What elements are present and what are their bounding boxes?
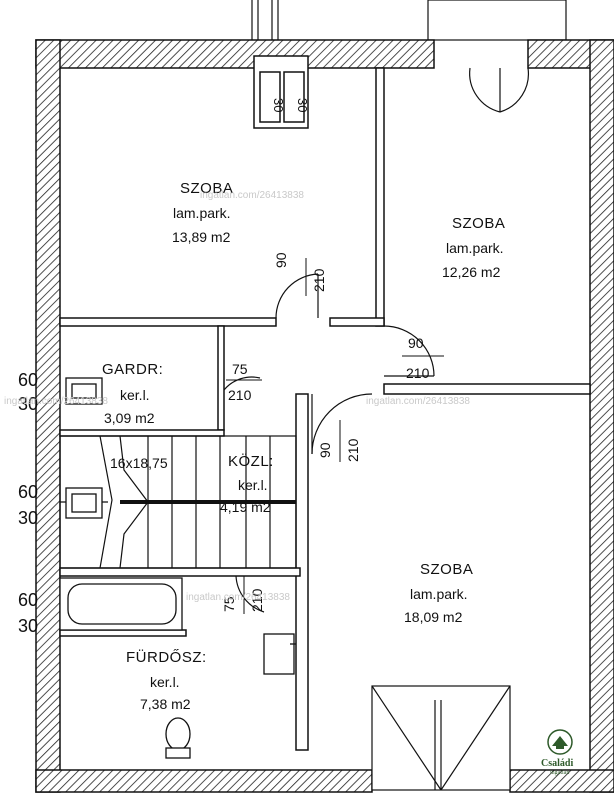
room-area: 13,89 m2 <box>172 229 231 245</box>
chimney-label: 30 <box>271 98 286 112</box>
room-label-szoba-1: SZOBA lam.park. 13,89 m2 <box>172 180 233 245</box>
watermarks: ingatlan.com/26413838 ingatlan.com/26413… <box>4 190 470 603</box>
sink <box>263 633 296 675</box>
room-name: KÖZL: <box>228 452 274 470</box>
room-area: 12,26 m2 <box>442 264 501 280</box>
room-floor: lam.park. <box>410 586 468 602</box>
doors <box>223 67 530 791</box>
room-area: 4,19 m2 <box>220 499 271 515</box>
side-label: 60 <box>18 482 38 502</box>
top-structures <box>251 0 567 41</box>
room-floor: lam.park. <box>173 205 231 221</box>
dim-bath-w: 75 <box>221 596 237 612</box>
brand-name: Családi <box>541 758 573 769</box>
room-name: SZOBA <box>420 561 473 578</box>
room-label-furdo: FÜRDŐSZ: ker.l. 7,38 m2 <box>126 648 207 712</box>
room-name: SZOBA <box>452 215 505 232</box>
stair <box>59 435 297 569</box>
room-name: FÜRDŐSZ: <box>126 648 207 666</box>
room-floor: lam.park. <box>446 240 504 256</box>
brand-logo: Családi ingatlan <box>541 729 573 776</box>
dim-right-w: 90 <box>408 335 424 351</box>
room-label-kozlekedo: KÖZL: ker.l. 4,19 m2 <box>220 452 274 515</box>
room-floor: ker.l. <box>150 674 180 690</box>
brand-sub: ingatlan <box>550 770 569 776</box>
room-label-szoba-2: SZOBA lam.park. 12,26 m2 <box>442 215 505 280</box>
watermark: ingatlan.com/26413838 <box>200 190 304 201</box>
room-area: 18,09 m2 <box>404 609 463 625</box>
dim-corridor-w: 90 <box>317 442 333 458</box>
room-floor: ker.l. <box>120 387 150 403</box>
chimney: 30 30 <box>253 55 310 129</box>
side-label: 30 <box>18 616 38 636</box>
side-label: 30 <box>18 508 38 528</box>
dim-bath-h: 210 <box>249 588 265 612</box>
room-name: GARDR: <box>102 361 163 378</box>
interior-walls <box>59 67 591 751</box>
room-label-szoba-3: SZOBA lam.park. 18,09 m2 <box>404 561 473 625</box>
toilet <box>165 717 191 759</box>
room-name: SZOBA <box>180 180 233 197</box>
stair-label: 16x18,75 <box>110 455 168 471</box>
side-label: 60 <box>18 590 38 610</box>
dim-right-h: 210 <box>406 365 430 381</box>
door-dimensions: 90 210 75 210 90 210 90 210 75 210 <box>221 252 444 614</box>
chimney-label: 30 <box>295 98 310 112</box>
dim-top-left-w: 90 <box>273 252 289 268</box>
side-labels: 60 30 60 30 60 30 <box>18 370 38 636</box>
dim-corridor-h: 210 <box>345 438 361 462</box>
watermark: ingatlan.com/26413838 <box>366 396 470 407</box>
room-area: 3,09 m2 <box>104 410 155 426</box>
room-floor: ker.l. <box>238 477 268 493</box>
watermark: ingatlan.com/26413838 <box>4 396 108 407</box>
dim-top-left-h: 210 <box>311 268 327 292</box>
bathtub <box>59 577 183 631</box>
dim-gardrobe-w: 75 <box>232 361 248 377</box>
room-label-gardrobe: GARDR: ker.l. 3,09 m2 <box>102 361 163 426</box>
dim-gardrobe-h: 210 <box>228 387 252 403</box>
room-area: 7,38 m2 <box>140 696 191 712</box>
side-label: 30 <box>18 394 38 414</box>
watermark: ingatlan.com/26413838 <box>186 592 290 603</box>
side-label: 60 <box>18 370 38 390</box>
